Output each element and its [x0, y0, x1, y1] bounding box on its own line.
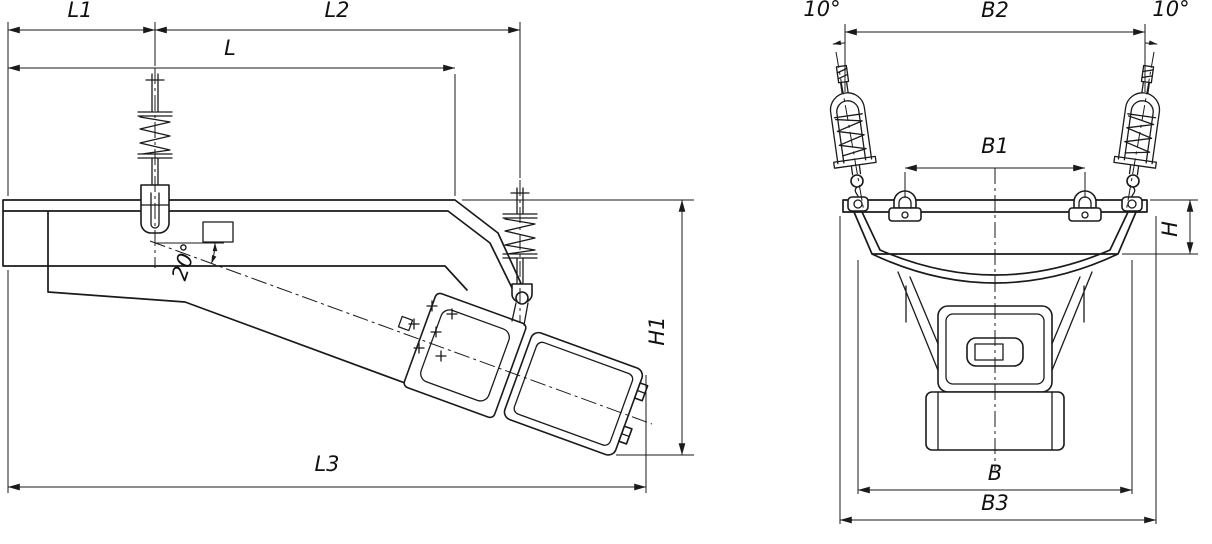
dim-label-h1: H1 — [645, 316, 669, 345]
centerlines-front — [835, 51, 1155, 470]
hanger-shackle-right — [1117, 92, 1161, 165]
angle-arc-10-left — [832, 40, 846, 45]
hanger2-lug — [511, 302, 529, 326]
hook-eye-pad-left — [847, 196, 869, 212]
hanger-shackle-left — [829, 92, 873, 165]
centerlines-side — [149, 68, 653, 425]
lug-pad-left — [888, 207, 922, 222]
hanger-ring-right — [1126, 174, 1140, 188]
dim-label-h: H — [1158, 221, 1182, 237]
dim-label-l2: L2 — [324, 0, 349, 22]
connector-plate — [397, 315, 414, 332]
dim-label-b3: B3 — [981, 491, 1009, 515]
spring-hanger-right — [1113, 64, 1161, 176]
spring-hanger-left — [829, 64, 877, 176]
lug-bolt-left — [901, 211, 909, 219]
hook-eye-pad-right — [1121, 196, 1143, 212]
lug-bolt-right — [1081, 211, 1089, 219]
dim-label-l: L — [224, 36, 236, 60]
hanger-base-plate-right — [1113, 155, 1157, 176]
extension-lines-front — [839, 24, 1198, 524]
hanger-bolt-detail-left — [836, 67, 849, 95]
angle-label-20: 20° — [167, 240, 201, 283]
vibrator-unit — [403, 292, 649, 456]
hanger-top-bolt-right — [1140, 64, 1155, 84]
hook-eye-right — [1127, 199, 1137, 209]
lifting-lug-left — [888, 190, 922, 222]
hanger-ring-left — [850, 174, 864, 188]
angle-label-10-right: 10° — [1152, 0, 1189, 21]
lifting-lug-right — [1068, 190, 1102, 222]
hook-eye-left — [853, 199, 863, 209]
vibrator-motor-housing — [503, 331, 644, 456]
hanger-spring-right — [1124, 113, 1157, 154]
dim-label-b: B — [988, 461, 1002, 485]
dim-label-b1: B1 — [981, 134, 1009, 158]
lug-pad-right — [1068, 207, 1102, 222]
hanger-top-bolt-left — [835, 64, 850, 84]
motor-front-window-inner — [974, 343, 1004, 361]
hanger-base-plate-left — [833, 155, 877, 176]
dim-label-l3: L3 — [314, 452, 339, 476]
hanger-bolt-detail-right — [1141, 69, 1154, 95]
hanger-shackle-inner-right — [1123, 100, 1154, 164]
vibrator-motor-panel — [513, 341, 634, 446]
hanger2-pin — [515, 291, 529, 305]
hopper-taper-lines — [897, 271, 1093, 391]
trough-outline-side — [2, 199, 525, 391]
angle-arc-20 — [210, 242, 218, 264]
inspection-port — [202, 221, 234, 243]
base-box-edges — [937, 391, 1053, 451]
hanger1-bracket — [140, 192, 170, 229]
weld-marks — [408, 300, 458, 362]
extension-lines-side — [7, 22, 694, 493]
angle-arc-10-right — [1144, 40, 1158, 45]
dim-label-l1: L1 — [67, 0, 92, 22]
front-view: 10° 10° B2 B1 H B B3 — [803, 0, 1198, 524]
terminal-bolt-marks — [621, 389, 646, 438]
dim-label-b2: B2 — [981, 0, 1009, 22]
hanger-shackle-inner-left — [836, 100, 867, 164]
angle-label-10-left: 10° — [803, 0, 840, 21]
side-view: 20° L1 L2 L L3 H1 — [2, 0, 694, 493]
hanger-spring-left — [833, 113, 867, 157]
